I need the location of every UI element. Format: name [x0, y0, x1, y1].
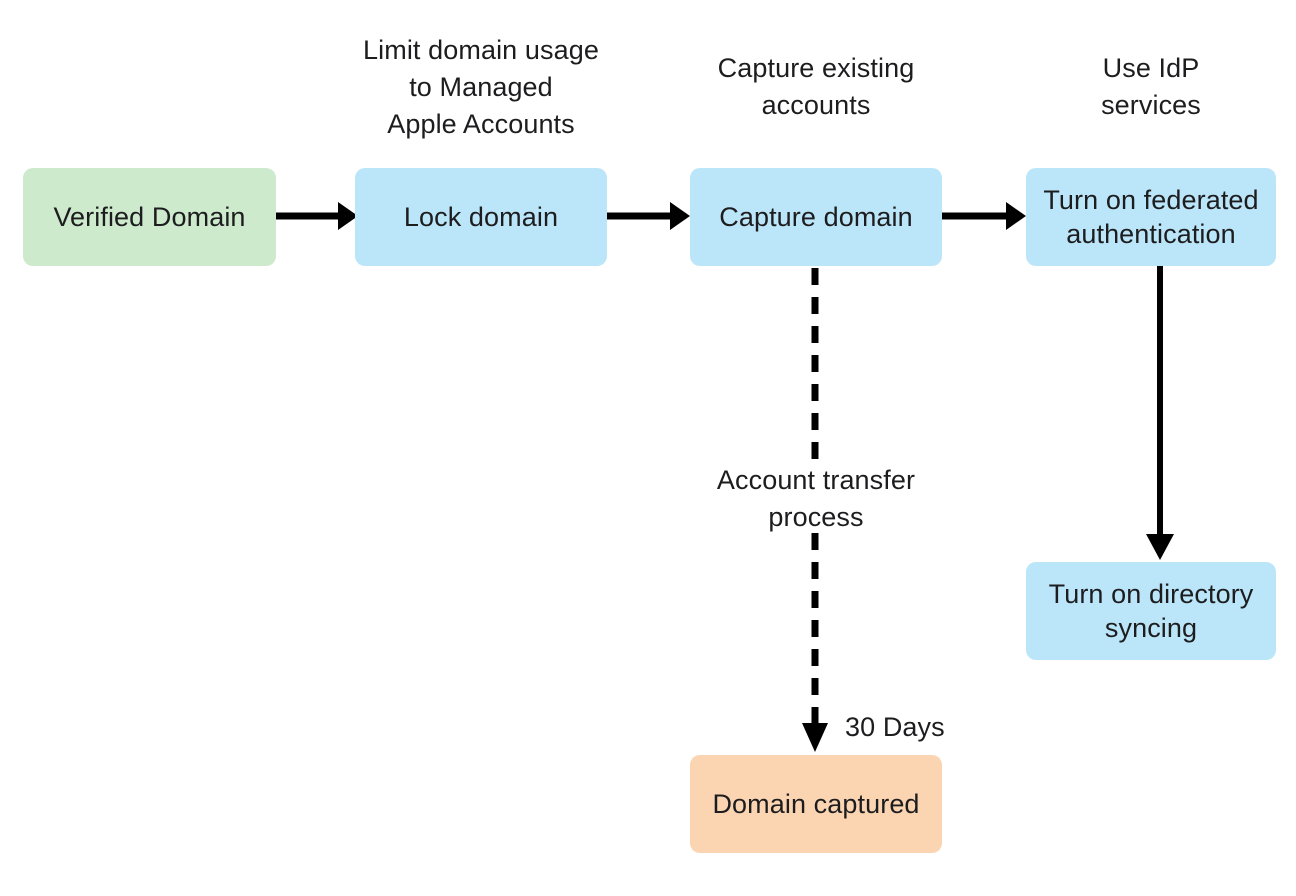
node-federated-auth[interactable]: Turn on federated authentication: [1026, 168, 1276, 266]
edge-capture-to-federated: [942, 202, 1026, 230]
edge-lock-to-capture: [607, 202, 690, 230]
edge-label-30-days: 30 Days: [845, 712, 945, 742]
node-verified-domain[interactable]: Verified Domain: [23, 168, 276, 266]
node-lock-domain[interactable]: Lock domain: [355, 168, 607, 266]
edge-verified-to-lock: [276, 202, 358, 230]
caption-lock-domain: Limit domain usage to Managed Apple Acco…: [363, 35, 599, 139]
edge-federated-to-directory: [1146, 266, 1174, 560]
node-domain-captured[interactable]: Domain captured: [690, 755, 942, 853]
edge-label-account-transfer: Account transfer process: [716, 465, 916, 532]
caption-capture-domain: Capture existing accounts: [717, 53, 915, 120]
caption-federated-auth: Use IdP services: [1101, 53, 1201, 120]
node-capture-domain[interactable]: Capture domain: [690, 168, 942, 266]
node-directory-syncing[interactable]: Turn on directory syncing: [1026, 562, 1276, 660]
